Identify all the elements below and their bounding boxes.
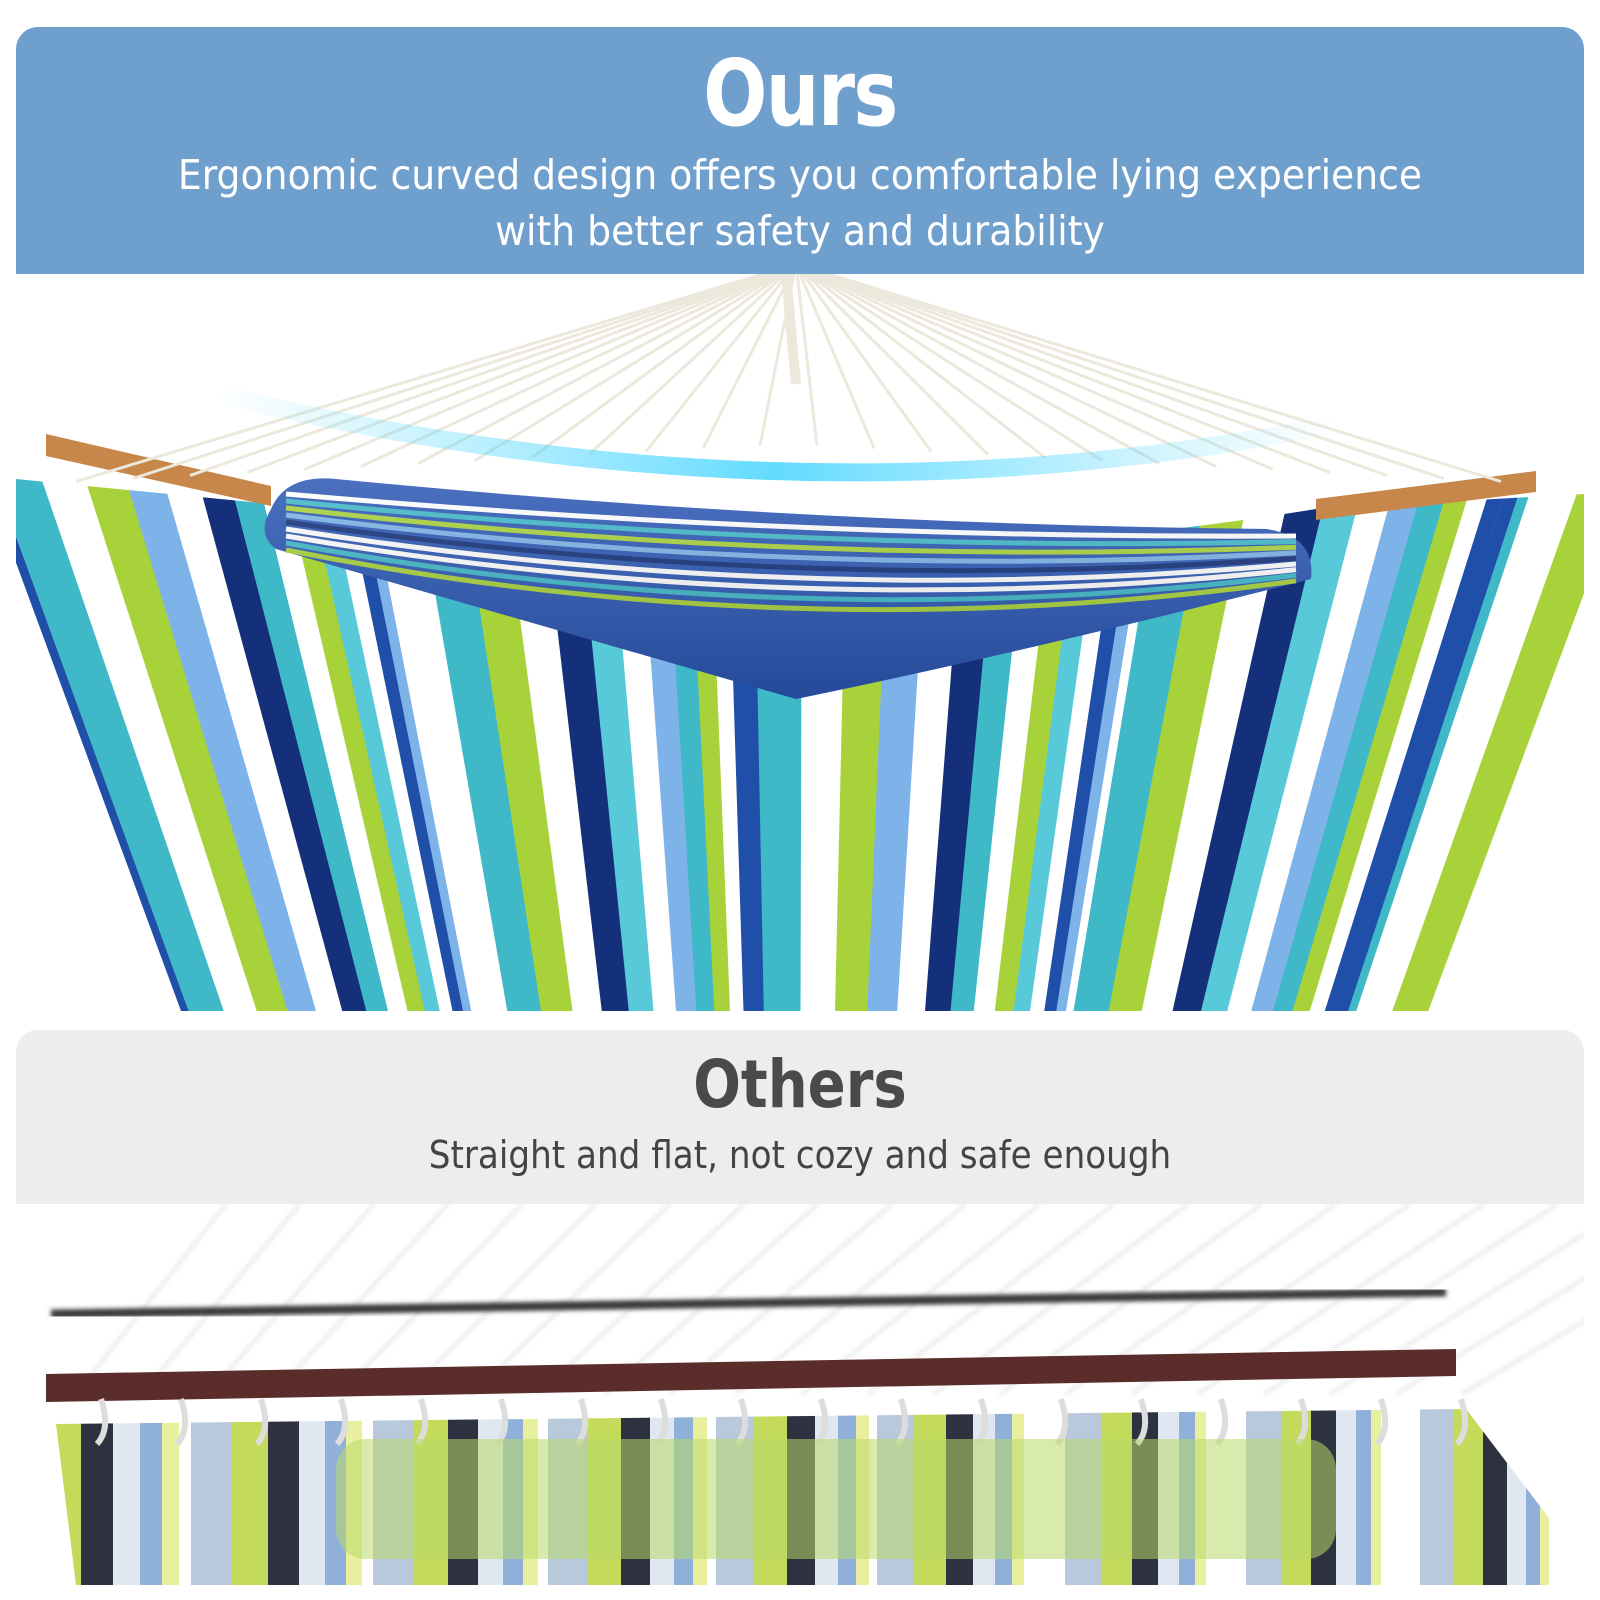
pillow [264, 478, 1312, 699]
right-spreader-bar [1316, 471, 1536, 520]
curved-hammock-photo [16, 274, 1584, 1011]
flat-hammock-photo [16, 1204, 1584, 1585]
flat-pillow [336, 1439, 1336, 1559]
top-spreader-bar [50, 1287, 1447, 1319]
others-header: Others Straight and flat, not cozy and s… [16, 1030, 1584, 1204]
others-title: Others [693, 1046, 907, 1123]
ours-panel: Ours Ergonomic curved design offers you … [16, 27, 1584, 1011]
flat-hammock-illustration [46, 1204, 1584, 1585]
ours-header: Ours Ergonomic curved design offers you … [16, 27, 1584, 274]
others-panel: Others Straight and flat, not cozy and s… [16, 1030, 1584, 1585]
ours-subtitle: Ergonomic curved design offers you comfo… [177, 151, 1423, 255]
ours-title: Ours [703, 40, 898, 147]
curve-highlight-arc [213, 385, 1338, 482]
curved-hammock-illustration [16, 274, 1584, 1011]
wooden-spreader-bar [46, 1349, 1456, 1402]
others-subtitle: Straight and flat, not cozy and safe eno… [428, 1133, 1172, 1177]
